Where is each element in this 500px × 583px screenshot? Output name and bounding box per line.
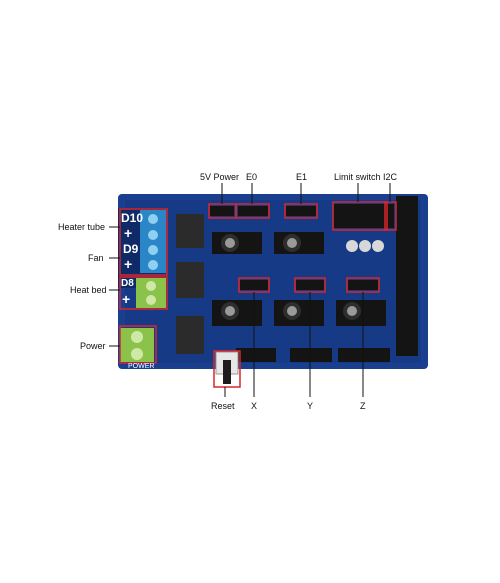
- mosfet-q3: [176, 316, 204, 354]
- d8-terminal: [136, 278, 166, 308]
- label-5v-power: 5V Power: [200, 172, 240, 182]
- label-heat-bed: Heat bed: [70, 285, 107, 295]
- label-fan: Fan: [88, 253, 104, 263]
- mosfet-q2: [176, 262, 204, 298]
- leader-lines: [109, 183, 391, 397]
- d10-plus-silk: +: [124, 225, 133, 241]
- d9-terminal: [140, 241, 166, 273]
- label-limit-switch: Limit switch: [334, 172, 381, 182]
- mosfet-q1: [176, 214, 204, 248]
- d10-terminal: [140, 210, 166, 244]
- capacitors: [221, 234, 384, 320]
- d9-plus-silk: +: [124, 256, 133, 272]
- d8-silk: D8: [121, 278, 134, 289]
- label-e0: E0: [246, 172, 258, 182]
- power-silk: POWER: [128, 363, 155, 370]
- d9-silk: D9: [123, 242, 139, 256]
- label-heater-tube: Heater tube: [58, 222, 106, 232]
- label-e1: E1: [296, 172, 308, 182]
- label-i2c: I2C: [383, 172, 398, 182]
- d8-plus-silk: +: [122, 291, 131, 307]
- label-y: Y: [307, 401, 314, 411]
- label-x: X: [251, 401, 258, 411]
- label-reset: Reset: [211, 401, 235, 411]
- pin-headers: [210, 196, 418, 362]
- d10-silk: D10: [121, 211, 144, 225]
- label-power: Power: [80, 341, 106, 351]
- reset-button-part: [215, 351, 239, 384]
- label-z: Z: [360, 401, 366, 411]
- power-terminal: [120, 328, 154, 362]
